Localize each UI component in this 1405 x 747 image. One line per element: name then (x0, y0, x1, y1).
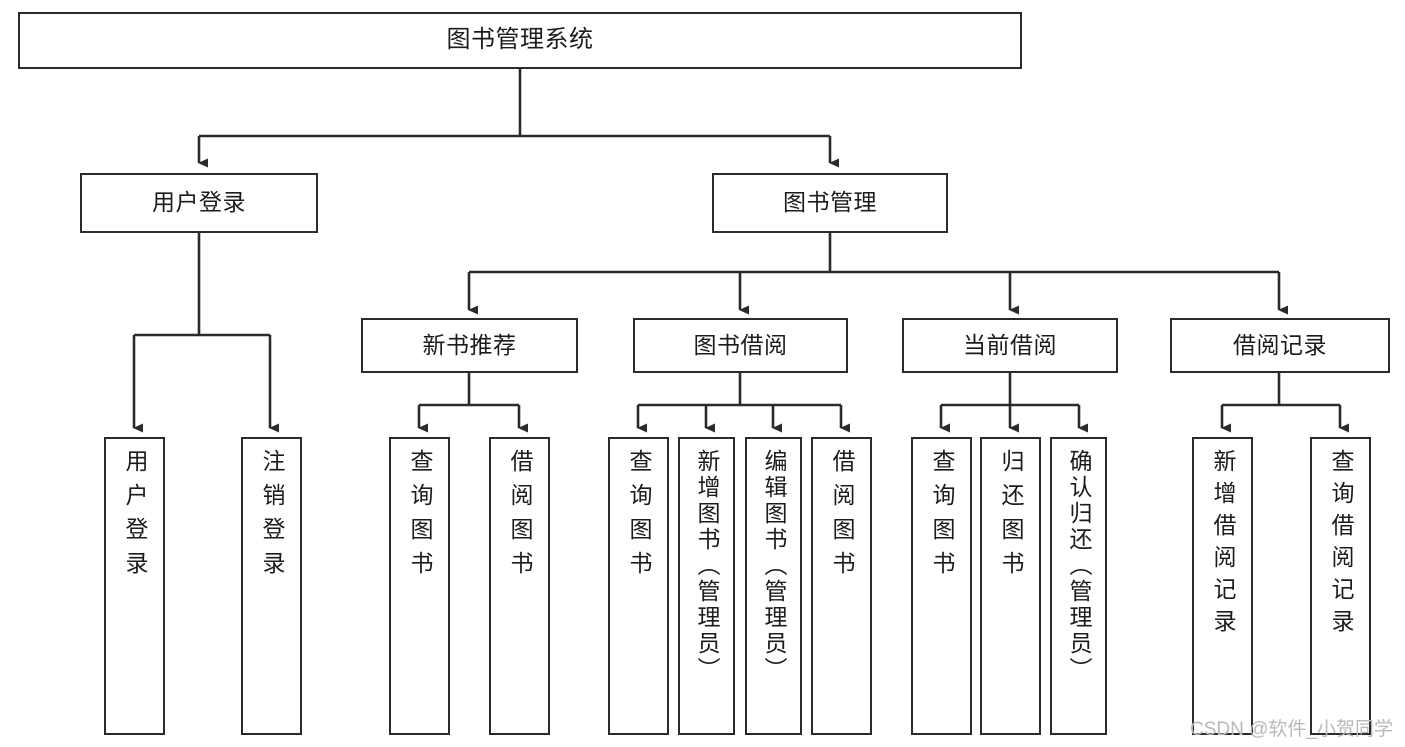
node-leaf-borrow-book-1[interactable]: 借阅图书 (489, 437, 550, 735)
node-leaf-borrow-book-2-label: 借阅图书 (829, 449, 855, 585)
node-leaf-add-record-label: 新增借阅记录 (1210, 449, 1236, 641)
node-leaf-return-book-label: 归还图书 (998, 449, 1024, 585)
node-new-book-recommend[interactable]: 新书推荐 (361, 318, 578, 373)
node-user-login-label: 用户登录 (152, 189, 246, 216)
node-current-borrow-label: 当前借阅 (963, 331, 1057, 358)
node-leaf-edit-book[interactable]: 编辑图书（管理员） (745, 437, 802, 735)
node-leaf-query-book-3-label: 查询图书 (929, 449, 955, 585)
node-leaf-confirm-return-label: 确认归还（管理员） (1066, 449, 1092, 683)
node-leaf-query-book-2[interactable]: 查询图书 (608, 437, 669, 735)
node-leaf-user-login[interactable]: 用户登录 (104, 437, 165, 735)
node-borrow-record[interactable]: 借阅记录 (1170, 318, 1390, 373)
node-root-label: 图书管理系统 (446, 26, 594, 54)
node-current-borrow[interactable]: 当前借阅 (902, 318, 1118, 373)
node-leaf-confirm-return[interactable]: 确认归还（管理员） (1050, 437, 1107, 735)
node-leaf-borrow-book-1-label: 借阅图书 (507, 449, 533, 585)
node-root[interactable]: 图书管理系统 (18, 12, 1022, 69)
watermark-text: CSDN @软件_小贺同学 (1190, 719, 1393, 740)
node-book-management[interactable]: 图书管理 (712, 173, 948, 233)
node-leaf-query-record-label: 查询借阅记录 (1328, 449, 1354, 641)
node-leaf-add-book[interactable]: 新增图书（管理员） (678, 437, 735, 735)
node-leaf-query-book-2-label: 查询图书 (626, 449, 652, 585)
node-book-management-label: 图书管理 (783, 189, 877, 216)
node-book-borrow[interactable]: 图书借阅 (633, 318, 848, 373)
node-leaf-query-record[interactable]: 查询借阅记录 (1310, 437, 1371, 735)
node-leaf-add-record[interactable]: 新增借阅记录 (1192, 437, 1253, 735)
node-user-login[interactable]: 用户登录 (80, 173, 318, 233)
node-leaf-logout-login[interactable]: 注销登录 (241, 437, 302, 735)
node-leaf-query-book-1-label: 查询图书 (407, 449, 433, 585)
node-borrow-record-label: 借阅记录 (1233, 331, 1327, 358)
node-leaf-borrow-book-2[interactable]: 借阅图书 (811, 437, 872, 735)
node-new-book-recommend-label: 新书推荐 (422, 331, 517, 358)
node-book-borrow-label: 图书借阅 (693, 331, 788, 358)
node-leaf-query-book-3[interactable]: 查询图书 (911, 437, 972, 735)
node-leaf-query-book-1[interactable]: 查询图书 (389, 437, 450, 735)
node-leaf-return-book[interactable]: 归还图书 (980, 437, 1041, 735)
node-leaf-add-book-label: 新增图书（管理员） (694, 449, 720, 683)
node-leaf-logout-login-label: 注销登录 (259, 449, 285, 585)
node-leaf-edit-book-label: 编辑图书（管理员） (761, 449, 787, 683)
node-leaf-user-login-label: 用户登录 (122, 449, 148, 585)
